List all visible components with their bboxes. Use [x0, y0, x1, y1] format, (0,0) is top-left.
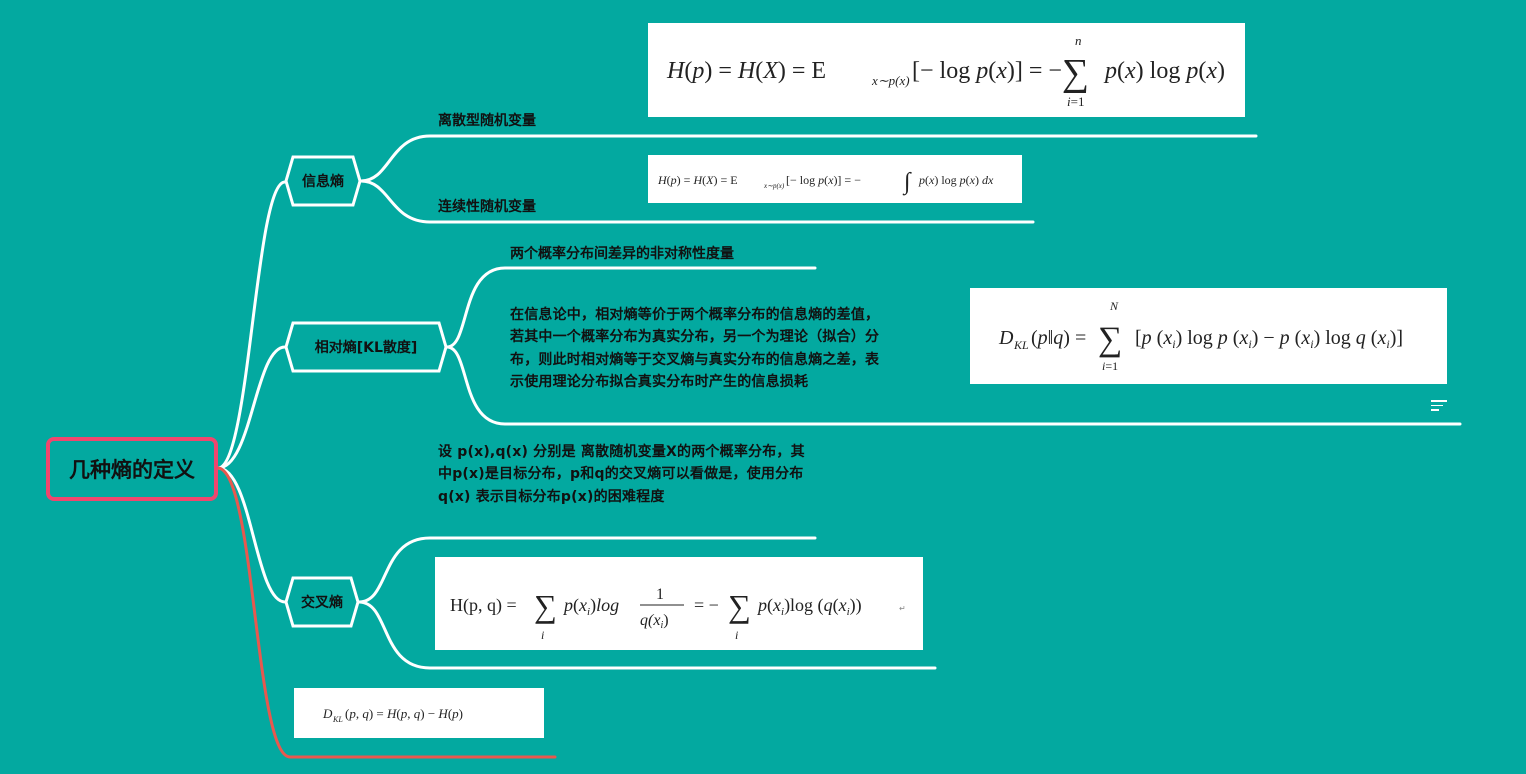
node-cross-entropy-description[interactable]: 设 p(x),q(x) 分别是 离散随机变量X的两个概率分布，其中p(x)是目标… [438, 444, 805, 505]
svg-text:∑: ∑ [534, 588, 557, 624]
svg-text:i=1: i=1 [1067, 94, 1084, 109]
branch-relative-entropy[interactable]: 相对熵[KL散度] [284, 321, 448, 373]
svg-text:(p‖q) =: (p‖q) = [1031, 327, 1086, 349]
node-relative-entropy-description[interactable]: 在信息论中，相对熵等价于两个概率分布的信息熵的差值，若其中一个概率分布为真实分布… [510, 307, 880, 390]
svg-text:p(x) log p(x) dx: p(x) log p(x) dx [918, 173, 994, 187]
svg-text:KL: KL [1013, 338, 1029, 352]
svg-text:i: i [735, 628, 738, 642]
node-asymmetric-measure[interactable]: 两个概率分布间差异的非对称性度量 [510, 246, 734, 262]
svg-text:N: N [1109, 299, 1119, 313]
formula-cross-entropy-image: H(p, q) = ∑ i p(xi)log 1 q(xi) = − ∑ i p… [435, 557, 923, 650]
hexagon-shape [284, 576, 360, 628]
svg-text:H(p) = H(X) = E: H(p) = H(X) = E [666, 58, 826, 84]
svg-text:[− log p(x)] = −: [− log p(x)] = − [912, 58, 1062, 84]
hexagon-shape [284, 155, 362, 207]
svg-text:(p, q) = H(p, q) − H(p): (p, q) = H(p, q) − H(p) [345, 706, 463, 721]
svg-text:D: D [322, 706, 333, 721]
continuous-entropy-formula: H(p) = H(X) = E x∼p(x) [− log p(x)] = − … [657, 169, 994, 196]
svg-text:[p (xi) log p (xi) − p (xi) lo: [p (xi) log p (xi) − p (xi) log q (xi)] [1135, 327, 1403, 351]
branch-label: 相对熵[KL散度] [314, 340, 418, 356]
svg-text:KL: KL [332, 715, 343, 724]
svg-text:= −: = − [694, 595, 719, 615]
cross-entropy-formula: H(p, q) = ∑ i p(xi)log 1 q(xi) = − ∑ i p… [450, 586, 906, 642]
svg-text:q(xi): q(xi) [640, 612, 669, 631]
svg-text:x∼p(x): x∼p(x) [763, 182, 785, 190]
svg-text:[− log p(x)] = −: [− log p(x)] = − [786, 173, 861, 187]
svg-text:H(p) = H(X) = E: H(p) = H(X) = E [657, 173, 738, 187]
formula-discrete-entropy-image: H(p) = H(X) = E x∼p(x) [− log p(x)] = − … [648, 23, 1245, 117]
svg-text:p(xi)log (q(xi)): p(xi)log (q(xi)) [756, 595, 862, 618]
svg-text:n: n [1075, 33, 1082, 48]
formula-kl-cross-relation-image: D KL (p, q) = H(p, q) − H(p) [294, 688, 544, 738]
branch-label: 信息熵 [302, 174, 344, 190]
root-node[interactable]: 几种熵的定义 [46, 437, 218, 501]
discrete-entropy-formula: H(p) = H(X) = E x∼p(x) [− log p(x)] = − … [666, 33, 1225, 109]
branch-label: 交叉熵 [301, 595, 343, 611]
svg-text:D: D [998, 327, 1014, 349]
svg-text:↵: ↵ [899, 604, 906, 613]
hexagon-shape [284, 321, 448, 373]
svg-text:1: 1 [656, 586, 664, 603]
svg-text:p(xi)log: p(xi)log [562, 595, 619, 618]
formula-continuous-entropy-image: H(p) = H(X) = E x∼p(x) [− log p(x)] = − … [648, 155, 1022, 203]
svg-text:H(p, q) =: H(p, q) = [450, 595, 517, 616]
svg-text:∑: ∑ [728, 588, 751, 624]
svg-text:i=1: i=1 [1102, 359, 1118, 373]
kl-divergence-formula: D KL (p‖q) = N ∑ i=1 [p (xi) log p (xi) … [998, 299, 1403, 373]
formula-kl-divergence-image: D KL (p‖q) = N ∑ i=1 [p (xi) log p (xi) … [970, 288, 1447, 384]
svg-text:p(x) log p(x): p(x) log p(x) [1103, 58, 1225, 84]
svg-text:∑: ∑ [1098, 321, 1122, 358]
branch-cross-entropy[interactable]: 交叉熵 [284, 576, 360, 628]
svg-text:x∼p(x): x∼p(x) [871, 73, 910, 88]
svg-text:∫: ∫ [902, 169, 912, 196]
root-label: 几种熵的定义 [69, 457, 195, 482]
branch-information-entropy[interactable]: 信息熵 [284, 155, 362, 207]
kl-cross-relation-formula: D KL (p, q) = H(p, q) − H(p) [322, 706, 463, 724]
svg-text:∑: ∑ [1062, 52, 1089, 94]
node-continuous-variable[interactable]: 连续性随机变量 [438, 199, 536, 215]
notes-icon[interactable] [1431, 400, 1447, 412]
node-discrete-variable[interactable]: 离散型随机变量 [438, 113, 536, 129]
svg-text:i: i [541, 628, 544, 642]
